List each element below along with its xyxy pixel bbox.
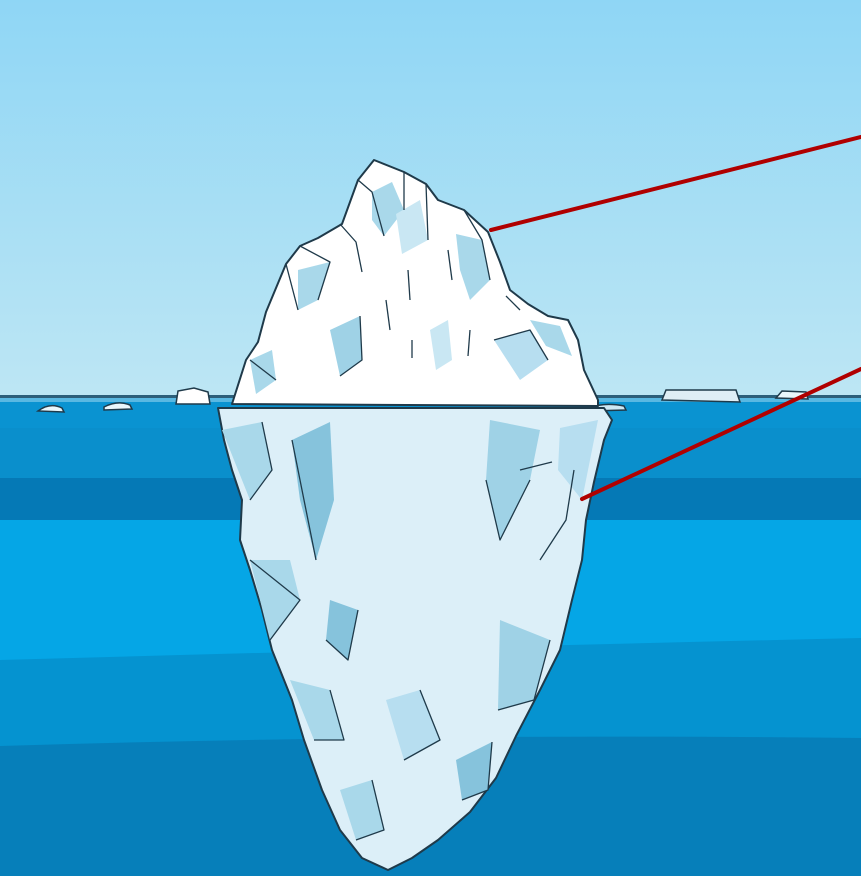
iceberg-above-water (231, 159, 599, 407)
above-water-pointer (489, 135, 861, 232)
below-water-pointer (580, 367, 861, 501)
iceberg-submerged (217, 407, 613, 871)
